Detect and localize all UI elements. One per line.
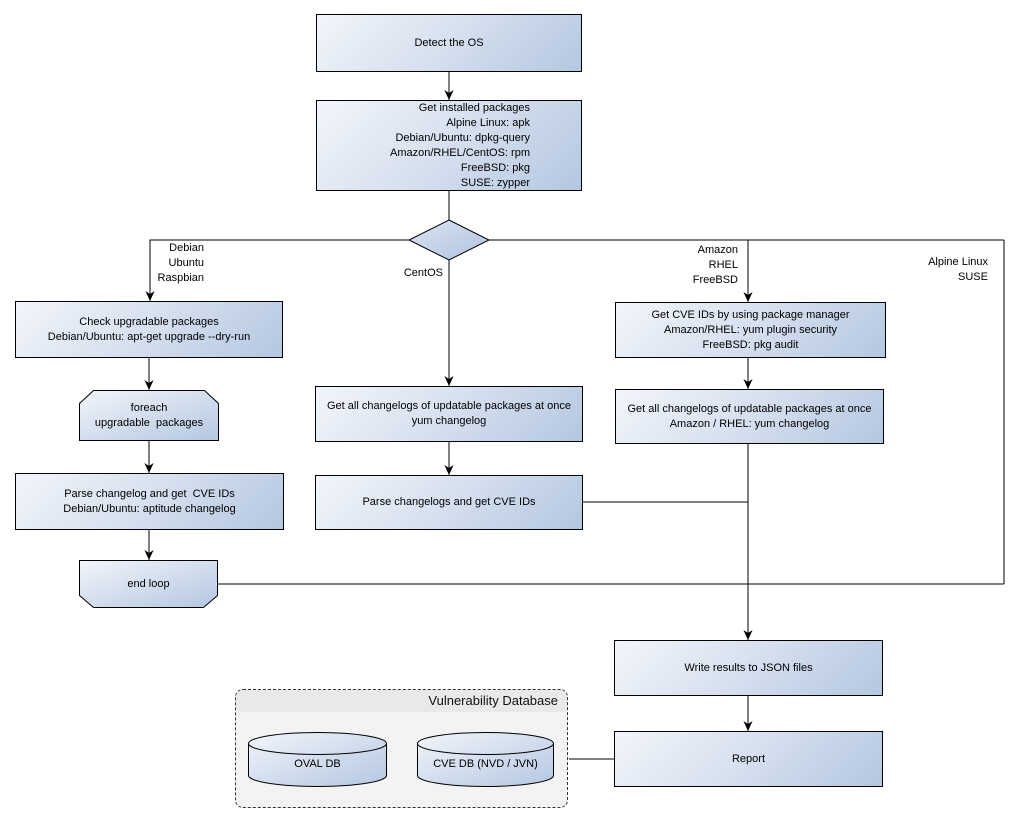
node-detect-os: Detect the OS <box>316 14 582 72</box>
node-get-installed-packages-label: Get installed packages Alpine Linux: apk… <box>390 101 530 189</box>
node-get-changelogs-right: Get all changelogs of updatable packages… <box>615 389 884 444</box>
cve-db-label: CVE DB (NVD / JVN) <box>433 758 538 770</box>
node-foreach-loop: foreach upgradable packages <box>79 390 219 441</box>
vulnerability-database-title: Vulnerability Database <box>236 690 567 712</box>
node-detect-os-label: Detect the OS <box>414 36 484 49</box>
node-end-loop-label: end loop <box>127 577 170 590</box>
node-write-results-json-label: Write results to JSON files <box>684 661 813 674</box>
cve-db-cylinder-shape <box>417 732 554 787</box>
oval-db-label: OVAL DB <box>294 758 341 770</box>
node-parse-changelog-left-label: Parse changelog and get CVE IDs Debian/U… <box>63 487 236 515</box>
node-check-upgradable-packages: Check upgradable packages Debian/Ubuntu:… <box>15 301 283 358</box>
end-loop-shape <box>79 560 218 608</box>
edge-label-debian-branch: Debian Ubuntu Raspbian <box>157 242 204 284</box>
edge-label-alpine-branch: Alpine Linux SUSE <box>928 256 988 283</box>
cve-db-cylinder: CVE DB (NVD / JVN) <box>417 732 554 787</box>
node-get-changelogs-center-label: Get all changelogs of updatable packages… <box>326 400 571 427</box>
node-get-cve-ids-right-label: Get CVE IDs by using package manager Ama… <box>651 308 850 351</box>
node-parse-changelogs-center: Parse changelogs and get CVE IDs <box>315 475 583 530</box>
node-report-label: Report <box>731 752 766 765</box>
node-report: Report <box>614 731 883 787</box>
node-foreach-loop-label: foreach upgradable packages <box>94 401 204 429</box>
node-end-loop: end loop <box>79 560 218 608</box>
node-check-upgradable-packages-label: Check upgradable packages Debian/Ubuntu:… <box>47 315 251 343</box>
oval-db-cylinder: OVAL DB <box>248 732 387 787</box>
node-parse-changelog-left: Parse changelog and get CVE IDs Debian/U… <box>15 473 284 530</box>
node-get-changelogs-right-label: Get all changelogs of updatable packages… <box>627 402 872 430</box>
node-get-cve-ids-right: Get CVE IDs by using package manager Ama… <box>615 302 886 358</box>
oval-db-cylinder-shape <box>248 732 387 787</box>
node-write-results-json: Write results to JSON files <box>614 640 883 696</box>
os-decision-diamond <box>407 219 491 261</box>
foreach-loop-shape <box>79 390 219 441</box>
node-get-installed-packages: Get installed packages Alpine Linux: apk… <box>316 100 582 191</box>
node-get-changelogs-center: Get all changelogs of updatable packages… <box>315 386 583 442</box>
edge-label-centos-branch: CentOS <box>403 267 443 279</box>
node-parse-changelogs-center-label: Parse changelogs and get CVE IDs <box>362 496 536 508</box>
edge-label-amazon-branch: Amazon RHEL FreeBSD <box>692 244 738 286</box>
